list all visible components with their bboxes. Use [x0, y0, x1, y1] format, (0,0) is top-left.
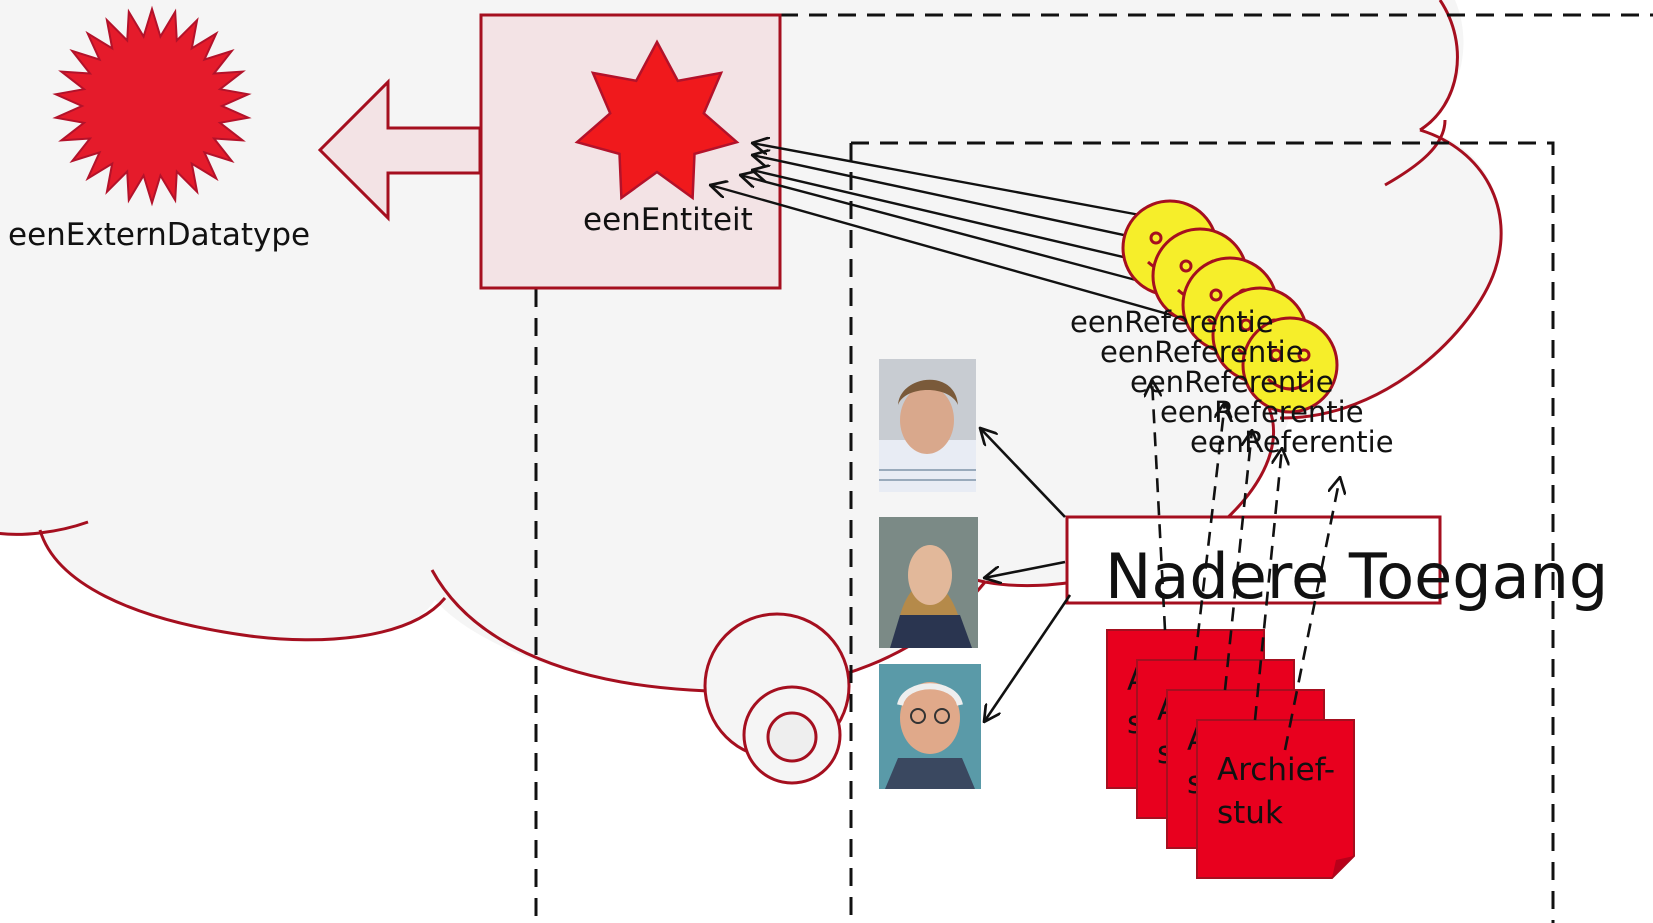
- document-icon: Archief-stuk: [1196, 719, 1355, 879]
- burst-star-icon: [52, 5, 252, 207]
- referentie-label-5: eenReferentie: [1190, 425, 1394, 459]
- smiley-icon: [1241, 316, 1339, 414]
- dashed-reference-arrows: [1152, 380, 1340, 751]
- referentie-labels: eenReferentie eenReferentie eenReferenti…: [1070, 305, 1394, 459]
- thought-bubbles: [703, 612, 851, 785]
- person-arrows: [980, 428, 1072, 722]
- seven-point-star-icon: [574, 39, 740, 201]
- entiteit-label: eenEntiteit: [583, 202, 753, 238]
- person-photo-3: [879, 664, 981, 789]
- archiefstuk-stack: Archief-stukArchief-stukArchief-stukArch…: [1106, 629, 1355, 879]
- person-photo-1: [879, 359, 976, 492]
- person-photo-2: [879, 517, 978, 648]
- referentie-label-2: eenReferentie: [1100, 335, 1304, 369]
- nadere-toegang-box: [1065, 515, 1442, 605]
- extern-datatype-label: eenExternDatatype: [8, 217, 310, 253]
- referentie-smileys: [1121, 199, 1339, 414]
- archiefstuk-label-line1: Archief-: [1217, 752, 1335, 788]
- referentie-label-4: eenReferentie: [1160, 395, 1364, 429]
- generalization-arrow: [317, 78, 482, 222]
- archiefstuk-label-line2: stuk: [1217, 795, 1283, 831]
- referentie-label-1: eenReferentie: [1070, 305, 1274, 339]
- nadere-toegang-label: Nadere Toegang: [1105, 540, 1608, 613]
- referentie-label-3: eenReferentie: [1130, 365, 1334, 399]
